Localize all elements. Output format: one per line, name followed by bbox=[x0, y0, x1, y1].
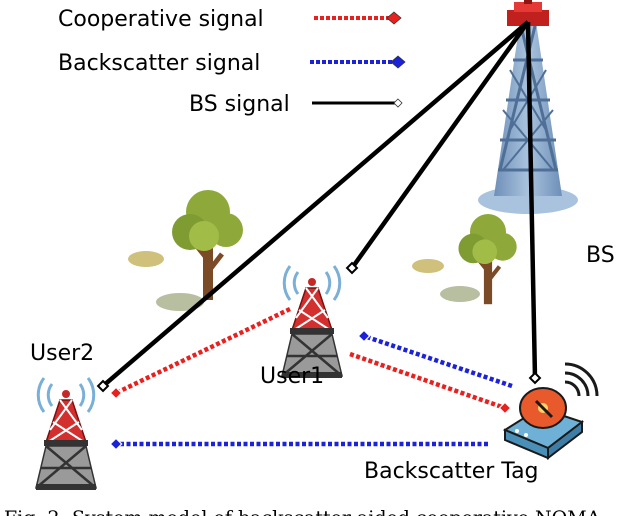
ground-patch bbox=[156, 293, 204, 311]
tag-to-user1-backscatter-link-endpoint-marker bbox=[357, 329, 371, 343]
user2-label: User2 bbox=[30, 341, 94, 366]
legend-backscatter-marker bbox=[390, 55, 406, 69]
bs-to-tag-link bbox=[525, 21, 538, 379]
legend-cooperative-label: Cooperative signal bbox=[58, 7, 264, 32]
bs-to-user2-link bbox=[101, 20, 530, 388]
legend-bs-marker bbox=[393, 98, 403, 108]
bs-to-user1-link bbox=[350, 20, 530, 270]
legend-cooperative-marker bbox=[386, 11, 402, 25]
tag-to-user1-backscatter-link bbox=[363, 333, 513, 389]
tree-icon bbox=[172, 190, 243, 300]
ground-patch bbox=[440, 286, 480, 302]
ground-patch bbox=[128, 251, 164, 267]
legend-bs-label: BS signal bbox=[189, 92, 290, 117]
legend: Cooperative signal Backscatter signal BS… bbox=[58, 7, 406, 117]
user1-to-tag-coop-link bbox=[349, 351, 506, 411]
bs-to-user1-link-endpoint-marker bbox=[345, 261, 359, 275]
legend-backscatter-label: Backscatter signal bbox=[58, 51, 260, 76]
tag-to-user2-backscatter-link-endpoint-marker bbox=[109, 437, 123, 451]
bs-to-tag-link-endpoint-marker bbox=[528, 371, 542, 385]
user1-tower-icon bbox=[280, 264, 344, 380]
user2-tower-icon bbox=[34, 376, 98, 492]
signal-links bbox=[96, 20, 542, 451]
backscatter-tag-label: Backscatter Tag bbox=[364, 459, 539, 484]
user1-to-tag-coop-link-endpoint-marker bbox=[498, 401, 512, 415]
user1-to-user2-coop-link-endpoint-marker bbox=[109, 386, 123, 400]
user1-label: User1 bbox=[260, 364, 324, 389]
bs-label: BS bbox=[586, 243, 615, 268]
ground-patch bbox=[412, 259, 444, 273]
bs-to-user2-link-endpoint-marker bbox=[96, 379, 110, 393]
backscatter-tag-icon bbox=[502, 362, 599, 461]
figure-caption: Fig. 2: System model of backscatter aide… bbox=[4, 507, 601, 516]
